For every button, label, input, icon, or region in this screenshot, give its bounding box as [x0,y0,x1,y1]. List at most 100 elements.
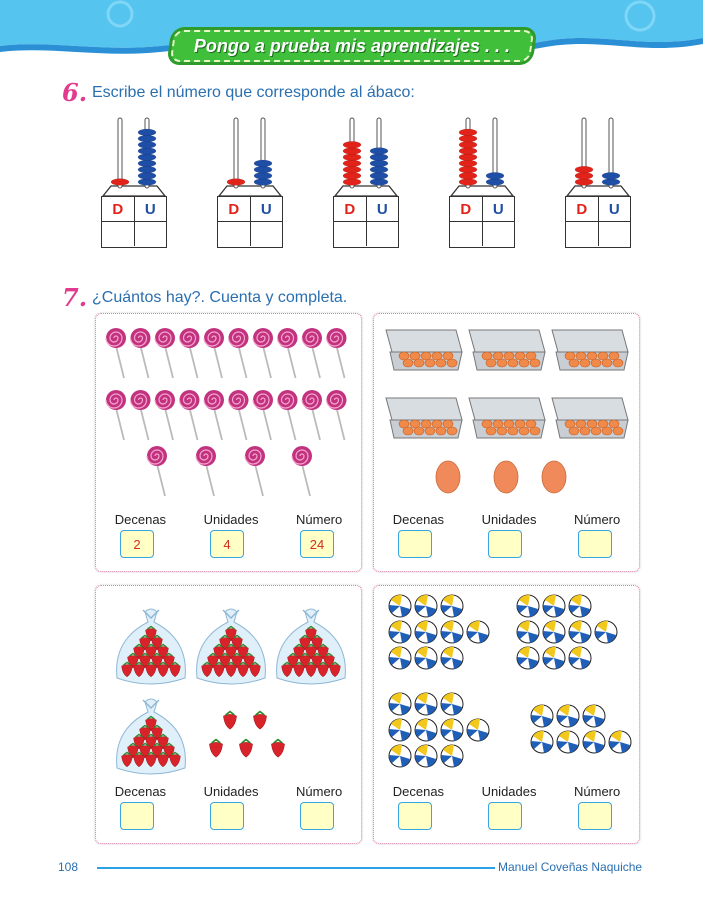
strawberry [237,661,249,678]
tens-bead [458,141,478,149]
answer-numero-input[interactable] [300,802,334,830]
panel-1-labels: Decenas Unidades Número [96,512,361,527]
tens-bead [226,178,246,186]
answer-decenas-input[interactable] [120,802,154,830]
egg-carton [551,329,629,371]
tens-answer-cell[interactable] [566,222,599,246]
strawberry [121,751,133,768]
units-answer-cell[interactable] [251,222,283,246]
label-numero: Número [574,784,621,799]
answer-numero-input[interactable] [578,530,612,558]
units-bead [485,172,505,180]
units-answer-cell[interactable] [367,222,399,246]
volleyball [414,744,438,768]
units-bead [137,134,157,143]
tens-bead [342,172,362,180]
lollipop [195,446,216,497]
abacus-rods [565,117,631,197]
tens-label: D [218,197,251,221]
panel-volleyballs: Decenas Unidades Número [373,585,640,844]
answer-unidades-input[interactable]: 4 [210,530,244,558]
strawberry [253,710,267,730]
lollipop [291,446,312,497]
lollipop [178,390,200,441]
volleyball [556,730,580,754]
answer-numero-input[interactable] [578,802,612,830]
strawberry [213,661,225,678]
strawberry [133,661,145,678]
units-answer-cell[interactable] [599,222,631,246]
lollipop [301,328,322,379]
lollipop [105,390,126,441]
answer-unidades-input[interactable] [488,530,522,558]
volleyball-illustrations [388,594,632,768]
tens-answer-cell[interactable] [218,222,251,246]
volleyball [414,692,438,716]
strawberry [145,661,157,678]
volleyball [440,620,464,644]
strawberry [317,661,329,678]
answer-unidades-input[interactable] [488,802,522,830]
volleyball [466,620,490,644]
answer-decenas-input[interactable] [398,530,432,558]
tens-bead [342,153,362,161]
label-unidades: Unidades [481,784,537,799]
strawberry [329,661,341,678]
units-bead [369,153,389,161]
tens-bead [458,165,478,174]
volleyball [582,730,606,754]
volleyball [516,620,540,644]
tens-answer-cell[interactable] [102,222,135,246]
volleyball [516,594,540,618]
answer-numero-input[interactable]: 24 [300,530,334,558]
lollipop [252,328,273,379]
egg-carton [468,329,546,371]
footer-divider [97,867,495,869]
footer-author: Manuel Coveñas Naquiche [498,860,643,874]
label-unidades: Unidades [203,512,259,527]
exercise-7-instruction: ¿Cuántos hay?. Cuenta y completa. [92,288,348,306]
units-bead [137,147,157,155]
label-numero: Número [296,512,343,527]
lollipop [154,390,175,441]
label-unidades: Unidades [481,512,537,527]
units-bead [253,159,273,168]
volleyball [516,646,540,670]
units-bead [601,178,621,186]
panel-eggs: Decenas Unidades Número [373,313,640,572]
egg-carton [385,397,463,439]
lollipop [203,390,224,441]
units-bead [253,172,273,180]
volleyball [388,646,412,670]
label-decenas: Decenas [392,784,445,799]
tens-bead [342,159,362,168]
volleyball [582,704,606,728]
units-label: U [376,200,388,218]
egg [493,460,519,494]
units-bead [137,128,157,137]
exercise-7-heading: 7. ¿Cuántos hay?. Cuenta y completa. [62,283,347,312]
strawberry [121,661,133,678]
answer-decenas-input[interactable]: 2 [120,530,154,558]
answer-decenas-input[interactable] [398,802,432,830]
strawberry [201,661,213,678]
tens-bead [574,165,594,174]
panel-3-labels: Decenas Unidades Número [96,784,361,799]
tens-answer-cell[interactable] [450,222,483,246]
tens-bead [458,128,478,137]
volleyball [466,718,490,742]
tens-bead [458,147,478,155]
tens-bead [342,178,362,186]
units-answer-cell[interactable] [135,222,167,246]
units-answer-cell[interactable] [483,222,515,246]
tens-answer-cell[interactable] [334,222,367,246]
lollipop [276,390,298,441]
units-bead [253,165,273,174]
egg [541,460,567,494]
answer-unidades-input[interactable] [210,802,244,830]
label-decenas: Decenas [392,512,445,527]
